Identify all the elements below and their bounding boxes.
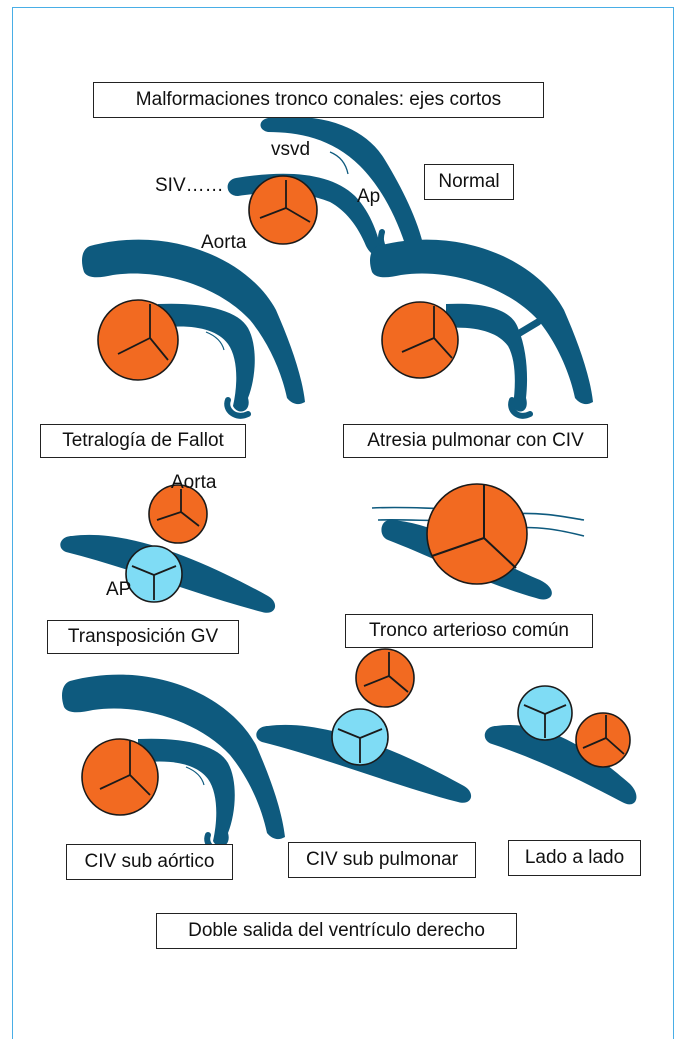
caption-lado-a-lado: Lado a lado: [508, 840, 641, 876]
title-box: Malformaciones tronco conales: ejes cort…: [93, 82, 544, 118]
label-aorta-transposicion: Aorta: [171, 472, 216, 494]
caption-doble-salida: Doble salida del ventrículo derecho: [156, 913, 517, 949]
caption-normal: Normal: [424, 164, 514, 200]
label-vsvd: vsvd: [271, 139, 310, 161]
label-aorta-normal: Aorta: [201, 232, 246, 254]
label-ap-normal: Ap: [357, 186, 380, 208]
caption-atresia: Atresia pulmonar con CIV: [343, 424, 608, 458]
caption-tronco: Tronco arterioso común: [345, 614, 593, 648]
label-siv: SIV……: [155, 175, 224, 197]
caption-civ-sub-aortico: CIV sub aórtico: [66, 844, 233, 880]
caption-civ-sub-pulmonar: CIV sub pulmonar: [288, 842, 476, 878]
label-ap-transposicion: AP: [106, 579, 131, 601]
caption-fallot: Tetralogía de Fallot: [40, 424, 246, 458]
caption-transposicion: Transposición GV: [47, 620, 239, 654]
